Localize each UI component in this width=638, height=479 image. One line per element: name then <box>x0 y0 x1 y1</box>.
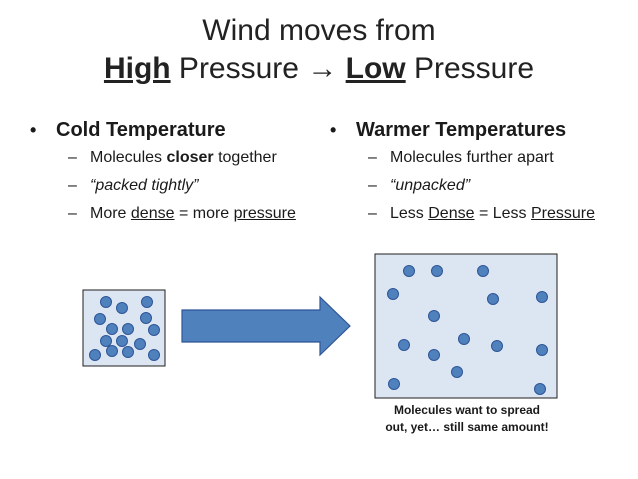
molecule <box>458 333 470 345</box>
list-item: – “packed tightly” <box>30 176 330 196</box>
molecule <box>491 340 503 352</box>
cold-heading: • Cold Temperature <box>30 116 330 144</box>
warm-heading: • Warmer Temperatures <box>330 116 630 144</box>
text: = more <box>174 205 234 222</box>
text-italic: “unpacked” <box>390 177 471 194</box>
dash-icon: – <box>68 205 77 222</box>
molecule <box>122 323 134 335</box>
text-underline: dense <box>130 205 175 222</box>
dash-icon: – <box>368 149 377 166</box>
molecule <box>116 302 128 314</box>
molecule <box>451 366 463 378</box>
text-underline: Dense <box>428 205 475 222</box>
caption-line-1: Molecules want to spread <box>393 403 541 417</box>
dash-icon: – <box>68 177 77 194</box>
dash-icon: – <box>368 205 377 222</box>
dash-icon: – <box>368 177 377 194</box>
warm-list: – Molecules further apart – “unpacked” –… <box>330 148 630 224</box>
sparse-box <box>374 253 558 399</box>
molecule <box>94 313 106 325</box>
text: More <box>90 205 131 222</box>
title-arrow-icon: → <box>307 52 338 85</box>
bullet-icon: • <box>330 120 337 140</box>
warm-column: • Warmer Temperatures – Molecules furthe… <box>330 116 630 232</box>
cold-column: • Cold Temperature – Molecules closer to… <box>30 116 330 232</box>
molecule <box>148 349 160 361</box>
molecule <box>403 265 415 277</box>
molecule <box>536 344 548 356</box>
warm-heading-text: Warmer Temperatures <box>356 119 567 141</box>
title-line-2: High Pressure → Low Pressure <box>0 50 638 88</box>
molecule <box>100 296 112 308</box>
list-item: – Molecules further apart <box>330 148 630 168</box>
molecule <box>148 324 160 336</box>
molecule <box>134 338 146 350</box>
dash-icon: – <box>68 149 77 166</box>
list-item: – Molecules closer together <box>30 148 330 168</box>
molecule <box>140 312 152 324</box>
molecule <box>89 349 101 361</box>
molecule <box>388 378 400 390</box>
molecule <box>387 288 399 300</box>
molecule <box>536 291 548 303</box>
text: together <box>213 149 277 166</box>
title-pressure-2: Pressure <box>405 52 535 85</box>
text-underline: Pressure <box>530 205 596 222</box>
list-item: – More dense = more pressure <box>30 204 330 224</box>
text-bold: closer <box>166 149 214 166</box>
molecule <box>534 383 546 395</box>
slide-title: Wind moves from High Pressure → Low Pres… <box>0 12 638 88</box>
list-item: – “unpacked” <box>330 176 630 196</box>
caption-line-2: out, yet… still same amount! <box>385 420 549 434</box>
bullet-icon: • <box>30 120 37 140</box>
text: = Less <box>474 205 531 222</box>
molecule <box>431 265 443 277</box>
text: Molecules further apart <box>390 149 554 166</box>
title-high: High <box>103 52 171 85</box>
direction-arrow-icon <box>181 295 351 357</box>
molecule <box>477 265 489 277</box>
text: Molecules <box>90 149 167 166</box>
molecule <box>106 323 118 335</box>
title-line-1: Wind moves from <box>202 14 436 47</box>
text-italic: “packed tightly” <box>90 177 199 194</box>
diagram-caption: Molecules want to spread out, yet… still… <box>362 402 572 436</box>
molecule <box>122 346 134 358</box>
molecule <box>106 345 118 357</box>
molecule <box>428 310 440 322</box>
text-underline: pressure <box>233 205 296 222</box>
molecule <box>116 335 128 347</box>
molecule <box>100 335 112 347</box>
list-item: – Less Dense = Less Pressure <box>330 204 630 224</box>
text: Less <box>390 205 429 222</box>
molecule <box>487 293 499 305</box>
molecule <box>398 339 410 351</box>
title-low: Low <box>345 52 406 85</box>
cold-list: – Molecules closer together – “packed ti… <box>30 148 330 224</box>
cold-heading-text: Cold Temperature <box>56 119 226 141</box>
molecule <box>141 296 153 308</box>
molecule <box>428 349 440 361</box>
title-pressure-1: Pressure <box>170 52 308 85</box>
